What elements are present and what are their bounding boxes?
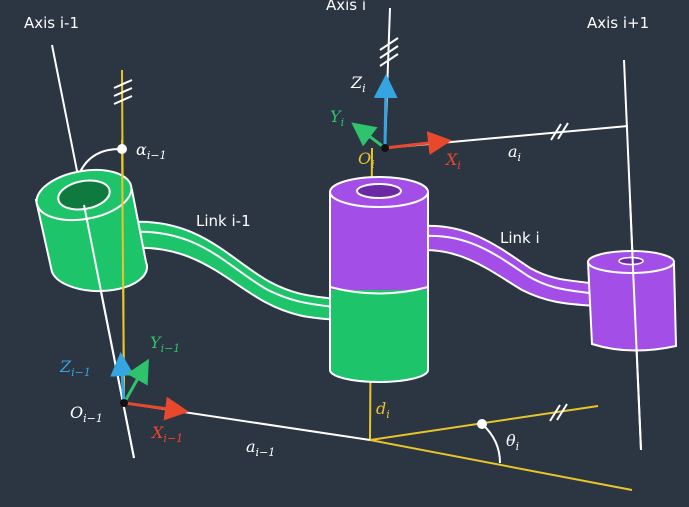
y-prev-arrow: [122, 358, 149, 404]
alpha-label: αi−1: [136, 140, 167, 162]
frame-prev-arrows: [110, 352, 189, 421]
origin-prev-point: [120, 399, 128, 407]
x-i-arrow: [384, 131, 452, 155]
z-prev-arrow: [110, 352, 135, 404]
a-i-label: ai: [508, 142, 521, 164]
y-i-label: Yi: [330, 107, 344, 129]
d-i-label: di: [376, 399, 390, 421]
frame-i-arrows: [351, 74, 452, 155]
theta-label: θi: [506, 431, 519, 453]
axis-next-front: [629, 199, 642, 451]
parallel-tick-marks: [113, 37, 569, 422]
origin-prev-label: Oi−1: [70, 403, 103, 425]
alpha-point: [117, 144, 127, 154]
link-prev-bar: [129, 220, 342, 322]
y-prev-label: Yi−1: [150, 333, 180, 355]
axis-curr-label: Axis i: [326, 0, 366, 14]
y-i-arrow: [351, 122, 386, 150]
joint-next-cylinder: [586, 250, 678, 352]
axis-prev-label: Axis i-1: [24, 14, 79, 32]
z-i-label: Zi: [350, 73, 366, 95]
joint-curr-cylinder: [329, 176, 429, 383]
theta-arc: [481, 423, 501, 464]
origin-i-point: [381, 144, 389, 152]
x-prev-label: Xi−1: [150, 423, 183, 445]
axis-next-label: Axis i+1: [587, 14, 649, 32]
alpha-arc: [79, 147, 123, 173]
x-prev-arrow: [123, 396, 189, 421]
axis-prev-front: [83, 204, 135, 459]
a-prev-label: ai−1: [246, 437, 275, 459]
joint-prev-cylinder: [34, 168, 149, 293]
z-prev-label: Zi−1: [59, 357, 91, 379]
theta-point: [477, 419, 487, 429]
link-prev-label: Link i-1: [196, 212, 251, 230]
x-i-label: Xi: [444, 150, 461, 172]
link-curr-label: Link i: [500, 229, 540, 247]
z-i-arrow: [373, 74, 398, 149]
x-prev-extension-line: [369, 439, 633, 491]
origin-i-label: Oi: [358, 149, 375, 171]
